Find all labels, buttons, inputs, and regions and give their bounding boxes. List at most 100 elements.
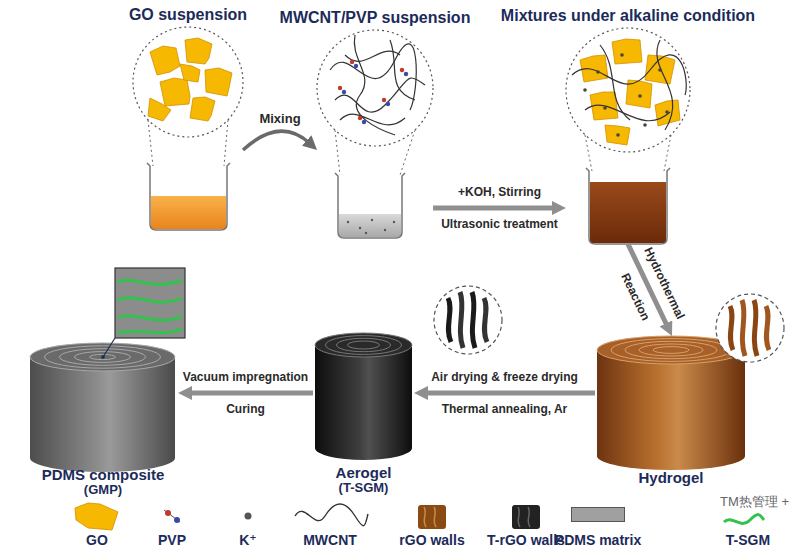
go-sheets <box>150 46 180 75</box>
pvp-molecules <box>386 102 390 106</box>
mwcnt-beaker <box>335 173 405 238</box>
node-sublabel: (T-SGM) <box>339 481 389 496</box>
aerogel-cylinder <box>326 336 402 355</box>
pvp-molecules <box>350 60 354 64</box>
composite-inset <box>118 298 182 302</box>
composite-inset <box>118 280 182 284</box>
potassium-ions <box>658 68 662 72</box>
legend-k-sample <box>245 513 252 520</box>
mixture-sheets <box>655 100 680 126</box>
legend-trgo-sample <box>518 507 530 527</box>
mixture-tubes <box>600 45 630 120</box>
legend-pvp-sample <box>174 517 180 523</box>
mwcnt-beaker <box>393 221 395 223</box>
step-label: Hydrothermal Reaction <box>601 235 698 346</box>
cylinder-sample: Hydrogel <box>595 336 747 486</box>
aerogel-cylinder <box>315 345 412 460</box>
legend-label: T-rGO walls <box>487 532 565 548</box>
go-zoom-circle <box>133 27 243 137</box>
mwcnt-tubes <box>330 35 425 135</box>
go-sheets <box>148 38 232 121</box>
legend-trgo-sample <box>512 505 540 529</box>
t-rgo-wall-inset <box>484 298 487 342</box>
potassium-ions <box>603 106 607 110</box>
pdms-cylinder <box>90 354 116 359</box>
mwcnt-zoom-circle <box>317 30 433 175</box>
mixture-zoom-circle <box>664 135 671 171</box>
beaker-stage: Mixtures under alkaline condition <box>566 28 690 244</box>
mixture-zoom-circle <box>566 28 690 171</box>
mwcnt-beaker <box>335 173 405 238</box>
go-beaker <box>151 196 226 229</box>
go-sheets <box>148 98 171 121</box>
pdms-cylinder <box>75 352 131 363</box>
hydrogel-cylinder <box>639 344 703 356</box>
hydrogel-cylinder <box>597 336 745 470</box>
mwcnt-tubes <box>340 114 405 125</box>
rgo-wall-inset <box>716 294 784 362</box>
go-sheets <box>205 68 232 96</box>
legend-label: rGO walls <box>399 532 464 548</box>
legend-mwcnt-sample <box>295 504 368 526</box>
mixture-zoom-circle <box>566 28 690 152</box>
go-sheets <box>180 64 200 82</box>
potassium-ions <box>665 110 669 114</box>
pdms-cylinder <box>30 343 175 371</box>
node-label: Hydrogel <box>638 469 703 486</box>
potassium-ions <box>638 94 642 98</box>
go-zoom-circle <box>224 120 228 166</box>
legend-label: MWCNT <box>303 532 357 548</box>
legend-tsgm-sample <box>724 515 764 524</box>
legend-label: PVP <box>158 532 186 548</box>
go-zoom-circle <box>148 120 153 166</box>
pvp-molecules <box>342 90 346 94</box>
node-label: PDMS composite <box>42 466 165 483</box>
step-label: Mixing <box>257 111 302 127</box>
pvp-molecules <box>358 116 362 120</box>
go-sheets <box>185 38 212 64</box>
go-zoom-circle <box>133 27 243 166</box>
t-rgo-wall-inset <box>448 298 451 342</box>
node-sublabel: (GMP) <box>84 483 122 498</box>
pvp-molecules <box>338 86 342 90</box>
legend-go-sample <box>75 503 118 530</box>
process-arrow <box>188 391 313 396</box>
mwcnt-beaker <box>347 221 349 223</box>
go-beaker <box>147 163 230 230</box>
mwcnt-zoom-circle <box>335 130 340 175</box>
pvp-molecules <box>404 72 408 76</box>
aerogel-cylinder <box>337 338 391 351</box>
aerogel-cylinder <box>315 333 412 460</box>
go-sheets <box>160 78 190 106</box>
t-rgo-wall-inset <box>434 286 502 354</box>
rgo-wall-inset <box>766 306 769 350</box>
composite-inset <box>115 268 185 338</box>
composite-inset <box>101 268 185 359</box>
hydrogel-cylinder <box>597 350 745 470</box>
pdms-cylinder <box>45 346 161 368</box>
t-rgo-wall-inset <box>434 286 502 354</box>
mixture-sheets <box>612 39 642 64</box>
heading-group: Mixtures under alkaline condition <box>501 7 755 25</box>
potassium-ions <box>596 70 600 74</box>
mwcnt-tubes <box>330 44 416 110</box>
aerogel-cylinder <box>348 341 380 349</box>
legend-tsgm-sample <box>724 515 764 524</box>
node-label: MWCNT/PVP suspension <box>280 9 471 27</box>
pdms-cylinder <box>30 343 175 472</box>
legend-mwcnt-sample <box>295 504 368 526</box>
rgo-wall-inset <box>742 300 745 356</box>
composite-inset <box>118 329 182 333</box>
mixture-tubes <box>657 40 673 130</box>
hydrogel-cylinder <box>653 347 689 354</box>
mwcnt-tubes <box>345 51 400 61</box>
legend-pvp-sample <box>164 510 180 523</box>
mwcnt-zoom-circle <box>317 30 433 146</box>
mwcnt-tubes <box>390 40 415 100</box>
composite-inset <box>103 338 115 357</box>
legend-swatch <box>571 507 625 522</box>
beaker-stage: GO suspension <box>133 27 243 230</box>
composite-inset <box>101 355 105 359</box>
step-label: Vacuum impregnation Curing <box>178 361 313 425</box>
